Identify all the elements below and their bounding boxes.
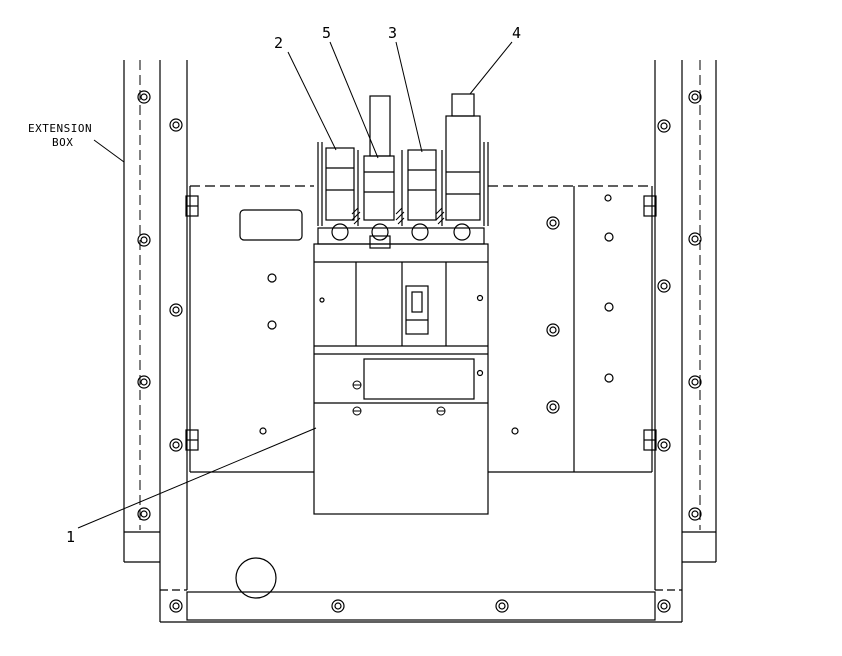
mounting-plate — [189, 185, 653, 473]
callout-5: 5 — [322, 24, 331, 42]
callout-1: 1 — [66, 528, 75, 546]
extension-box-right-rail — [654, 60, 717, 622]
circuit-breaker — [313, 243, 489, 515]
breaker-screws — [352, 380, 446, 416]
conduit-knockout — [235, 557, 277, 599]
extension-box-left-rail — [123, 60, 188, 622]
callout-3: 3 — [388, 24, 397, 42]
lug-hatching — [351, 207, 445, 225]
callout-2: 2 — [274, 34, 283, 52]
callout-4: 4 — [512, 24, 521, 42]
frame-bolts — [137, 90, 702, 613]
extension-box-bottom-frame — [160, 589, 682, 623]
terminal-lugs — [317, 93, 489, 249]
extension-box-label-line2: BOX — [52, 136, 73, 149]
extension-box-label-line1: EXTENSION — [28, 122, 92, 135]
leader-lines — [77, 41, 513, 529]
extension-box-dashed-outline — [139, 60, 701, 623]
plate-studs — [185, 195, 657, 451]
